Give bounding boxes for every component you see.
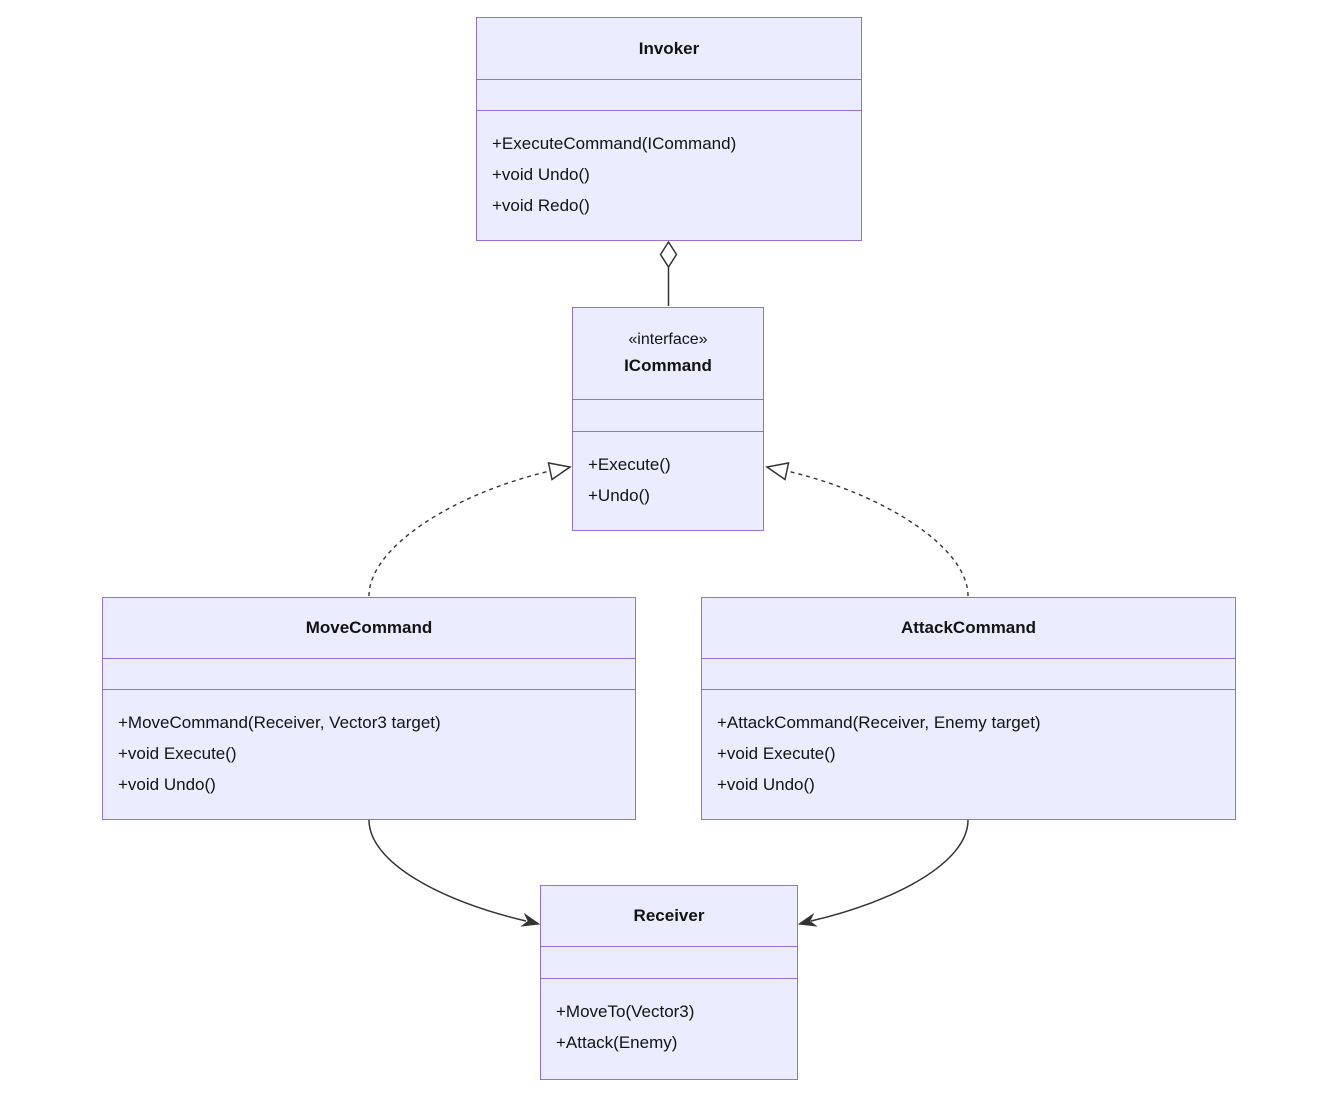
realization-path-attackcommand-icommand <box>786 470 969 597</box>
method: +MoveTo(Vector3) <box>556 1002 695 1021</box>
class-receiver-attributes <box>541 947 797 979</box>
realization-triangle-icon-right <box>765 462 790 481</box>
class-icommand-title: «interface» ICommand <box>573 308 763 400</box>
method: +Execute() <box>588 455 671 474</box>
class-name: Invoker <box>638 38 700 58</box>
class-receiver-title: Receiver <box>541 886 797 947</box>
class-attackcommand: AttackCommand +AttackCommand(Receiver, E… <box>701 597 1236 820</box>
method: +void Execute() <box>717 744 836 763</box>
class-receiver: Receiver +MoveTo(Vector3) +Attack(Enemy) <box>540 885 798 1080</box>
class-invoker-attributes <box>477 80 861 111</box>
aggregation-diamond-icon <box>659 240 678 269</box>
class-movecommand-methods: +MoveCommand(Receiver, Vector3 target) +… <box>103 690 635 819</box>
method: +void Undo() <box>717 775 815 794</box>
class-name: MoveCommand <box>305 618 433 637</box>
method: +void Undo() <box>118 775 216 794</box>
class-attackcommand-attributes <box>702 659 1235 690</box>
stereotype-label: «interface» <box>628 331 708 348</box>
association-path-attackcommand-receiver <box>810 819 969 922</box>
realization-path-movecommand-icommand <box>368 470 551 597</box>
class-invoker-methods: +ExecuteCommand(ICommand) +void Undo() +… <box>477 111 861 240</box>
realization-triangle-icon-left <box>547 462 572 481</box>
class-movecommand-attributes <box>103 659 635 690</box>
class-icommand-methods: +Execute() +Undo() <box>573 432 763 530</box>
class-movecommand: MoveCommand +MoveCommand(Receiver, Vecto… <box>102 597 636 820</box>
method: +Attack(Enemy) <box>556 1033 678 1052</box>
class-icommand-attributes <box>573 400 763 432</box>
method: +void Execute() <box>118 744 237 763</box>
class-icommand: «interface» ICommand +Execute() +Undo() <box>572 307 764 531</box>
association-arrowhead-icon-right <box>797 912 818 927</box>
class-movecommand-title: MoveCommand <box>103 598 635 659</box>
class-invoker-title: Invoker <box>477 18 861 80</box>
method: +void Undo() <box>492 165 590 184</box>
class-invoker: Invoker +ExecuteCommand(ICommand) +void … <box>476 17 862 241</box>
class-name: Receiver <box>633 906 705 925</box>
class-receiver-methods: +MoveTo(Vector3) +Attack(Enemy) <box>541 979 797 1079</box>
method: +AttackCommand(Receiver, Enemy target) <box>717 713 1041 732</box>
association-path-movecommand-receiver <box>368 819 527 922</box>
class-name: AttackCommand <box>900 618 1037 637</box>
method: +Undo() <box>588 486 650 505</box>
association-arrowhead-icon-left <box>520 912 541 927</box>
class-attackcommand-methods: +AttackCommand(Receiver, Enemy target) +… <box>702 690 1235 819</box>
method: +MoveCommand(Receiver, Vector3 target) <box>118 713 441 732</box>
method: +ExecuteCommand(ICommand) <box>492 134 737 153</box>
class-attackcommand-title: AttackCommand <box>702 598 1235 659</box>
method: +void Redo() <box>492 196 590 215</box>
class-name: ICommand <box>624 356 712 375</box>
